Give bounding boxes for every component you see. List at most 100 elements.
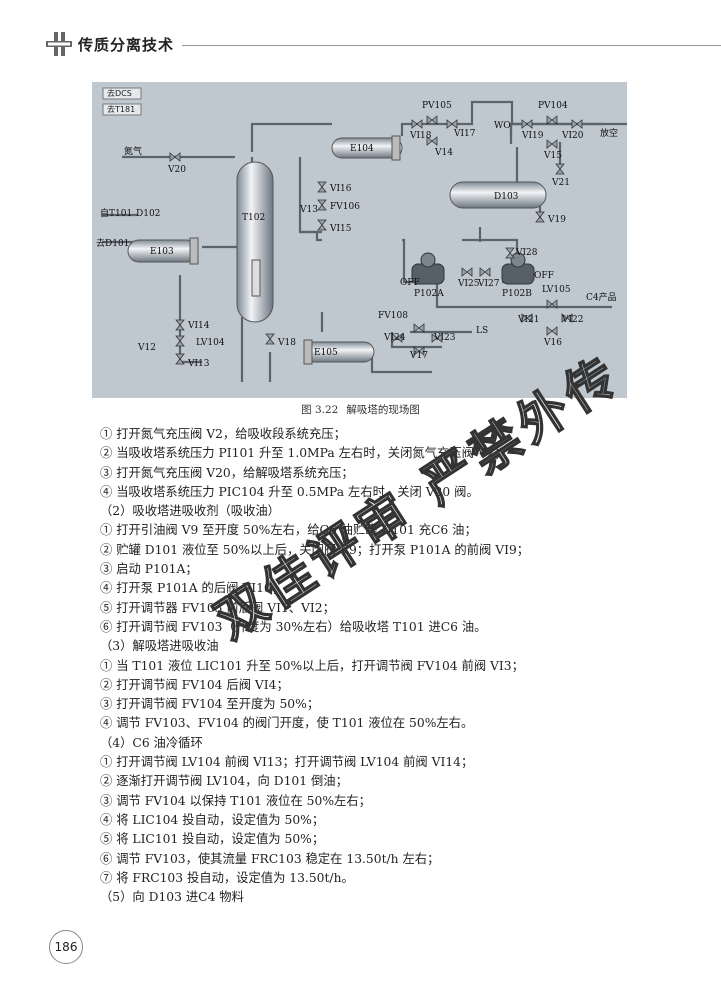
svg-text:V14: V14 — [434, 148, 453, 158]
text-line: ③ 启动 P101A； — [100, 562, 198, 577]
svg-text:LS: LS — [476, 326, 488, 336]
svg-text:T102: T102 — [242, 213, 265, 223]
section-title: 传质分离技术 — [78, 36, 175, 54]
svg-text:V15: V15 — [543, 151, 562, 161]
t181-button[interactable]: 去T181 — [102, 103, 142, 116]
valve-vi20 — [571, 119, 583, 129]
svg-text:VI28: VI28 — [515, 248, 538, 258]
valve-vi14 — [175, 319, 185, 331]
caption-text: 解吸塔的现场图 — [346, 404, 420, 416]
text-line: ① 当 T101 液位 LIC101 升至 50%以上后，打开调节阀 FV104… — [100, 658, 524, 673]
valve-v20 — [169, 152, 181, 162]
svg-text:D102: D102 — [136, 209, 160, 219]
valve-vi13 — [175, 353, 185, 365]
valve-vi17 — [446, 119, 458, 129]
valve-fv106 — [317, 199, 327, 211]
valve-vi23 — [431, 333, 443, 343]
svg-text:自T101: 自T101 — [100, 207, 132, 219]
diagram-labels: PV105 WO PV104 放空 VI18 VI17 VI19 VI20 V1… — [96, 101, 618, 369]
svg-text:VI17: VI17 — [453, 129, 476, 139]
svg-text:PV105: PV105 — [422, 101, 452, 111]
svg-text:VI23: VI23 — [433, 333, 456, 343]
text-line: ① 打开氮气充压阀 V2，给吸收段系统充压； — [100, 427, 346, 441]
text-line: ⑥ 调节 FV103，使其流量 FRC103 稳定在 13.50t/h 左右； — [100, 851, 440, 866]
page-number: 186 — [49, 930, 83, 964]
svg-text:D103: D103 — [494, 192, 519, 202]
text-line: ② 当吸收塔系统压力 PI101 升至 1.0MPa 左右时，关闭氮气充压阀 V… — [100, 446, 507, 461]
svg-text:去DCS: 去DCS — [107, 88, 132, 98]
valve-lv104 — [175, 335, 185, 347]
svg-text:LV104: LV104 — [196, 338, 225, 348]
cross-logo-icon — [46, 32, 72, 56]
process-diagram: 去DCS 去T181 — [96, 87, 632, 382]
pump-p102a: P102A — [411, 252, 445, 299]
valve-v19 — [535, 211, 545, 223]
text-line: ③ 打开调节阀 FV104 至开度为 50%； — [100, 697, 320, 712]
valve-v18 — [265, 333, 275, 345]
svg-text:V20: V20 — [167, 165, 186, 175]
svg-text:FV108: FV108 — [378, 311, 408, 321]
valve-vi15 — [317, 219, 327, 231]
text-line: ④ 打开泵 P101A 的后阀 VI10； — [100, 581, 285, 596]
valve-v16 — [546, 326, 558, 336]
svg-text:去T181: 去T181 — [107, 104, 135, 114]
valve-pv104 — [546, 115, 558, 125]
svg-text:P102A: P102A — [414, 289, 444, 299]
header-rule — [182, 45, 721, 46]
valve-vi19 — [521, 119, 533, 129]
valve-v15 — [546, 139, 558, 149]
svg-text:V21: V21 — [551, 178, 570, 188]
svg-text:E104: E104 — [350, 144, 374, 154]
text-line: ② 逐渐打开调节阀 LV104，向 D101 倒油； — [100, 774, 348, 789]
svg-text:VI19: VI19 — [521, 131, 544, 141]
svg-text:WO: WO — [494, 121, 511, 131]
text-line: ④ 调节 FV103、FV104 的阀门开度，使 T101 液位在 50%左右。 — [100, 716, 474, 731]
svg-text:V12: V12 — [137, 343, 156, 353]
svg-text:VI20: VI20 — [561, 131, 584, 141]
column-t102: T102 — [236, 161, 274, 323]
valve-v14 — [426, 136, 438, 146]
svg-text:P102B: P102B — [502, 289, 532, 299]
valves — [169, 115, 583, 365]
valve-vi28 — [505, 247, 515, 259]
svg-text:氮气: 氮气 — [124, 145, 142, 157]
svg-text:V18: V18 — [277, 338, 296, 348]
valve-vi25 — [461, 267, 473, 277]
svg-text:VI21: VI21 — [517, 315, 540, 325]
section-heading: （2）吸收塔进吸收剂（吸收油） — [100, 504, 280, 519]
text-line: ② 打开调节阀 FV104 后阀 VI4； — [100, 677, 289, 692]
valve-vi18 — [411, 119, 423, 129]
svg-text:VI22: VI22 — [561, 315, 584, 325]
exchanger-e105: E105 — [303, 339, 375, 365]
svg-text:VI27: VI27 — [477, 279, 500, 289]
text-line: ④ 当吸收塔系统压力 PIC104 升至 0.5MPa 左右时，关闭 V20 阀… — [100, 484, 479, 499]
valve-vi27 — [479, 267, 491, 277]
svg-text:PV104: PV104 — [538, 101, 568, 111]
page-header: 传质分离技术 — [0, 28, 721, 64]
exchanger-e103: E103 — [127, 237, 199, 265]
svg-text:V19: V19 — [547, 215, 566, 225]
text-line: ① 打开调节阀 LV104 前阀 VI13；打开调节阀 LV104 前阀 VI1… — [100, 755, 474, 770]
svg-text:OFF: OFF — [400, 278, 420, 288]
valve-vi22 — [561, 313, 573, 323]
svg-text:V16: V16 — [543, 338, 562, 348]
section-heading: （3）解吸塔进吸收油 — [100, 639, 219, 654]
svg-text:V13: V13 — [299, 205, 318, 215]
text-line: ③ 打开氮气充压阀 V20，给解吸塔系统充压； — [100, 465, 354, 480]
dcs-button[interactable]: 去DCS — [102, 87, 142, 100]
valve-fv108 — [413, 323, 425, 333]
valve-vi21 — [521, 313, 533, 323]
process-figure: 去DCS 去T181 — [92, 82, 632, 398]
valve-vi16 — [317, 181, 327, 193]
valve-lv105 — [546, 299, 558, 309]
svg-text:C4产品: C4产品 — [586, 291, 617, 303]
svg-text:E105: E105 — [314, 348, 338, 358]
text-line: ③ 调节 FV104 以保持 T101 液位在 50%左右； — [100, 793, 371, 808]
valve-v17 — [413, 346, 425, 356]
section-heading: （4）C6 油冷循环 — [100, 735, 203, 750]
valve-v21 — [555, 163, 565, 175]
pump-p102b: P102B — [501, 252, 535, 299]
svg-text:E103: E103 — [150, 247, 174, 257]
drum-d103: D103 — [449, 181, 547, 209]
